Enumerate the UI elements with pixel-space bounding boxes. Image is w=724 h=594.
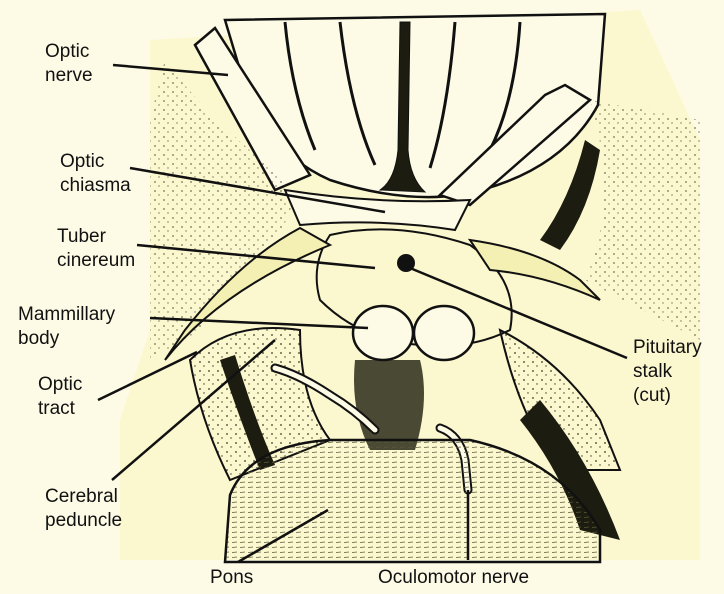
label-tuber-cinereum-line2: cinereum	[57, 249, 135, 273]
label-tuber-cinereum-line1: Tuber	[57, 225, 135, 249]
label-cerebral-peduncle-line1: Cerebral	[45, 485, 122, 509]
label-pons-line1: Pons	[210, 566, 253, 590]
label-oculomotor-nerve: Oculomotor nerve	[378, 566, 529, 590]
label-mammillary-body-line2: body	[18, 327, 115, 351]
label-tuber-cinereum: Tuber cinereum	[57, 225, 135, 273]
label-optic-nerve-line2: nerve	[45, 64, 93, 88]
label-cerebral-peduncle-line2: peduncle	[45, 509, 122, 533]
left-mammillary-body	[353, 306, 413, 360]
label-pituitary-stalk-line3: (cut)	[633, 384, 702, 408]
label-optic-nerve-line1: Optic	[45, 40, 93, 64]
label-pons: Pons	[210, 566, 253, 590]
label-optic-tract: Optic tract	[38, 373, 82, 421]
label-pituitary-stalk-line2: stalk	[633, 360, 702, 384]
right-mammillary-body	[414, 306, 474, 360]
label-optic-chiasma-line2: chiasma	[60, 174, 131, 198]
label-mammillary-body: Mammillary body	[18, 303, 115, 351]
label-pituitary-stalk: Pituitary stalk (cut)	[633, 336, 702, 407]
label-optic-tract-line1: Optic	[38, 373, 82, 397]
label-optic-chiasma-line1: Optic	[60, 150, 131, 174]
label-mammillary-body-line1: Mammillary	[18, 303, 115, 327]
interpeduncular-fossa	[354, 360, 424, 450]
label-oculomotor-nerve-line1: Oculomotor nerve	[378, 566, 529, 590]
label-optic-nerve: Optic nerve	[45, 40, 93, 88]
label-optic-tract-line2: tract	[38, 397, 82, 421]
label-cerebral-peduncle: Cerebral peduncle	[45, 485, 122, 533]
label-pituitary-stalk-line1: Pituitary	[633, 336, 702, 360]
label-optic-chiasma: Optic chiasma	[60, 150, 131, 198]
